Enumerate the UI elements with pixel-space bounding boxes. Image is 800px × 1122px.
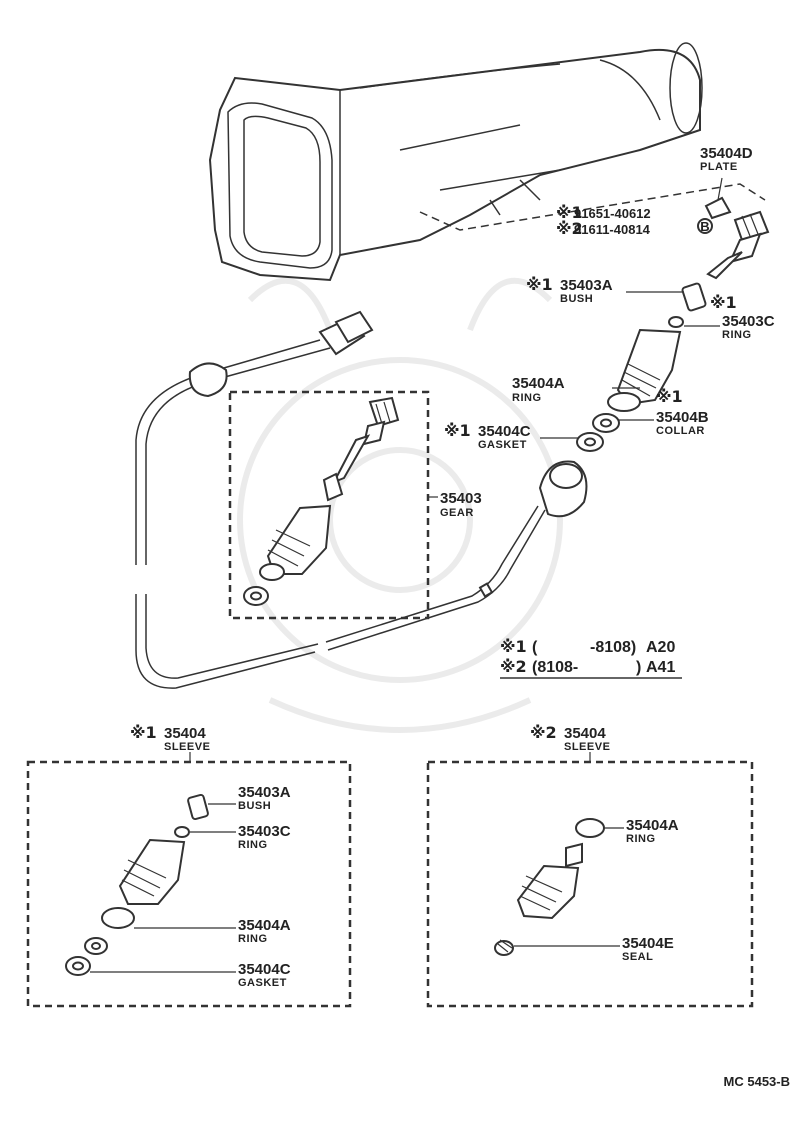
sleeve-right-box xyxy=(426,760,754,1008)
bolt2-number: 91611-40814 xyxy=(574,222,651,237)
ring-a-main-number: 35404A xyxy=(512,375,565,392)
sleeve-left-part-0-name: BUSH xyxy=(238,800,271,812)
sleeve-left-labels: 35403A BUSH 35403C RING 35404A RING 3540… xyxy=(238,784,291,989)
note2-mark: ※2 xyxy=(500,657,527,676)
label-gear: 35403 GEAR xyxy=(440,490,482,519)
sleeve-left-part-3-name: GASKET xyxy=(238,977,287,989)
bolt-symbol: B xyxy=(700,219,709,234)
gasket-main-mark: ※1 xyxy=(444,421,471,440)
gasket-main-number: 35404C xyxy=(478,423,531,440)
bush-35403A-main xyxy=(626,282,707,312)
collar-main-name: COLLAR xyxy=(656,425,705,437)
mark-near-bush: ※1 xyxy=(710,293,737,312)
sleeve-left-part-2-name: RING xyxy=(238,933,268,945)
sleeve-left-part-0-number: 35403A xyxy=(238,784,291,801)
sleeve-right-part-1-name: SEAL xyxy=(622,951,653,963)
sleeve-right-parts xyxy=(494,818,624,956)
sleeve-left-number: 35404 xyxy=(164,725,206,742)
label-gasket-main: ※1 35404C GASKET xyxy=(444,421,531,451)
note2-range: (8108- xyxy=(532,659,578,676)
bolt1-mark: ※1 xyxy=(556,203,583,222)
note2-model: A41 xyxy=(646,659,675,676)
label-ring-a-main: 35404A RING xyxy=(512,375,565,404)
sleeve-right-number: 35404 xyxy=(564,725,606,742)
sleeve-left-part-3-number: 35404C xyxy=(238,961,291,978)
label-ring-c-main: 35403C RING xyxy=(722,313,775,341)
label-collar-main: 35404B COLLAR xyxy=(656,409,709,437)
bush-main-number: 35403A xyxy=(560,277,613,294)
mark-near-ring: ※1 xyxy=(656,387,683,406)
sleeve-right-labels: 35404A RING 35404E SEAL xyxy=(622,817,679,963)
bolt2-mark: ※2 xyxy=(556,219,583,238)
sleeve-right-name: SLEEVE xyxy=(564,741,610,753)
applicability-notes: ※1 ( -8108) A20 ※2 (8108- ) A41 xyxy=(500,637,682,679)
bush-main-name: BUSH xyxy=(560,293,593,305)
sleeve-left-box xyxy=(26,760,352,1008)
gasket-main-name: GASKET xyxy=(478,439,527,451)
sleeve-left-part-1-name: RING xyxy=(238,839,268,851)
bush-main-mark: ※1 xyxy=(526,275,553,294)
driven-gear-upper xyxy=(706,210,770,280)
sleeve-right-part-1-number: 35404E xyxy=(622,935,674,952)
plate-35404D xyxy=(704,177,732,220)
note1-mark: ※1 xyxy=(500,637,527,656)
sleeve-left-mark: ※1 xyxy=(130,723,157,742)
sleeve-left-header: ※1 35404 SLEEVE xyxy=(130,723,210,762)
note2-close: ) xyxy=(636,659,641,676)
gear-35403-assembly xyxy=(243,396,400,606)
sleeve-right-header: ※2 35404 SLEEVE xyxy=(530,723,610,762)
sleeve-right-part-0-name: RING xyxy=(626,833,656,845)
gear-name: GEAR xyxy=(440,507,474,519)
gear-assembly-box xyxy=(228,390,430,620)
note1-open: ( xyxy=(532,639,538,656)
sleeve-right-mark: ※2 xyxy=(530,723,557,742)
label-bush-main: ※1 35403A BUSH xyxy=(526,275,613,305)
ring-c-main-number: 35403C xyxy=(722,313,775,330)
bolt1-number: 91651-40612 xyxy=(574,206,651,221)
gear-number: 35403 xyxy=(440,490,482,507)
sleeve-left-name: SLEEVE xyxy=(164,741,210,753)
transmission-case xyxy=(208,42,703,282)
label-bolt2: ※2 91611-40814 xyxy=(556,219,651,238)
sleeve-left-part-1-number: 35403C xyxy=(238,823,291,840)
label-bolt1: ※1 91651-40612 xyxy=(556,203,651,222)
note1-range: -8108) xyxy=(590,639,636,656)
note1-model: A20 xyxy=(646,639,675,656)
plate-name: PLATE xyxy=(700,161,738,173)
sleeve-left-part-2-number: 35404A xyxy=(238,917,291,934)
collar-main-number: 35404B xyxy=(656,409,709,426)
speedometer-cable xyxy=(135,310,588,689)
housing-reference-line xyxy=(419,183,766,231)
label-plate: 35404D PLATE xyxy=(700,145,753,173)
sleeve-main xyxy=(607,316,720,412)
ring-c-main-name: RING xyxy=(722,329,752,341)
plate-number: 35404D xyxy=(700,145,753,162)
diagram-reference-code: MC 5453-B xyxy=(724,1074,790,1089)
watermark-emblem xyxy=(237,277,563,733)
bolt-symbol-group: B xyxy=(697,218,713,234)
collar-and-gasket-main xyxy=(540,413,654,452)
sleeve-right-part-0-number: 35404A xyxy=(626,817,679,834)
sleeve-left-parts xyxy=(65,793,236,976)
ring-a-main-name: RING xyxy=(512,392,542,404)
